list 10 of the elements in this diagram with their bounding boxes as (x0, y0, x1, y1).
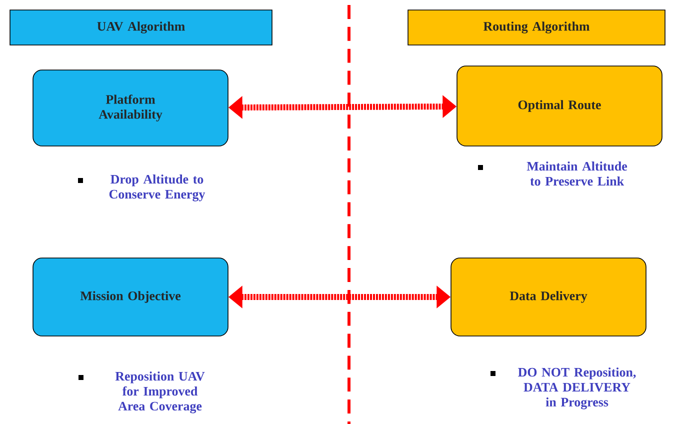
header-box: UAV Algorithm (10, 10, 272, 46)
header-box: Routing Algorithm (408, 10, 666, 46)
bullet-note: Maintain Altitude to Preserve Link (478, 162, 628, 186)
process-box: Platform Availability (32, 70, 228, 146)
process-box: Data Delivery (450, 258, 646, 336)
bullet-note: DO NOT Reposition, DATA DELIVERY in Progress (490, 368, 636, 410)
bullet-note: Reposition UAV for Improved Area Coverage (78, 372, 205, 414)
bullet-note: Drop Altitude to Conserve Energy (78, 174, 206, 202)
process-box: Optimal Route (456, 66, 662, 146)
process-box: Mission Objective (32, 258, 228, 336)
